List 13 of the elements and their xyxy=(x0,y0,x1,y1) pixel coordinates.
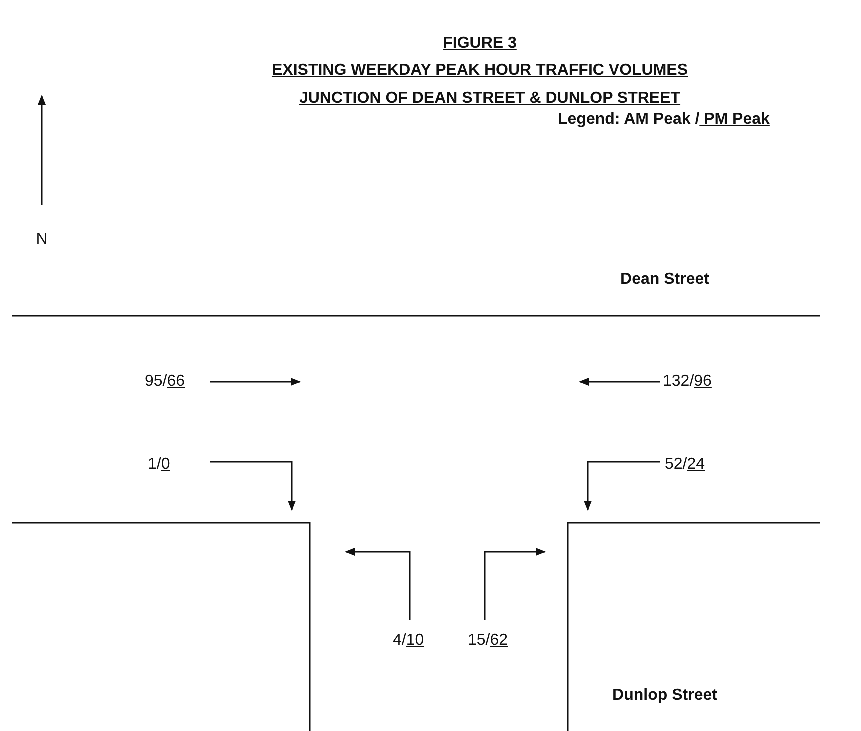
north-label: N xyxy=(36,230,48,250)
volume-label: 52/24 xyxy=(665,455,706,475)
volume-label: 132/96 xyxy=(663,372,712,392)
volume-label: 15/62 xyxy=(468,631,508,651)
title-line: EXISTING WEEKDAY PEAK HOUR TRAFFIC VOLUMES xyxy=(272,61,688,81)
street-name: Dunlop Street xyxy=(612,686,718,706)
volume-label: 4/10 xyxy=(393,631,424,651)
volume-label: 95/66 xyxy=(145,372,186,392)
street-name: Dean Street xyxy=(620,270,710,290)
legend-text: Legend: AM Peak / PM Peak xyxy=(558,110,770,130)
volume-label: 1/0 xyxy=(148,455,170,475)
figure-title: FIGURE 3 xyxy=(443,34,517,54)
title-line: JUNCTION OF DEAN STREET & DUNLOP STREET xyxy=(299,89,681,109)
